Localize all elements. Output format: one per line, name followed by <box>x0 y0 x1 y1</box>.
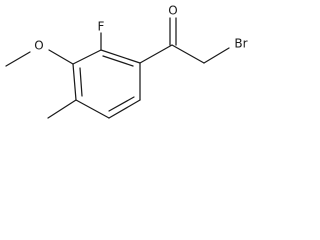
bond-ring-methyl <box>47 99 77 119</box>
ring-double-bond-c5-c6 <box>79 67 83 97</box>
ketone-oxygen-atom-label: O <box>168 4 177 18</box>
bond-ring-methoxy-oxygen <box>48 49 74 65</box>
ring-bond-c3-c4 <box>108 99 141 119</box>
ring-bond-c1-c2 <box>100 49 141 64</box>
ring-bond-c5-c6 <box>72 63 77 101</box>
bromine-atom-label: Br <box>234 37 247 51</box>
ring-bond-c4-c5 <box>75 99 110 119</box>
benzene-ring <box>72 49 141 119</box>
bond-methoxy-oxygen-methyl <box>5 51 31 67</box>
bond-carbonyl-methylene <box>171 44 205 64</box>
bond-methylene-bromine <box>203 47 230 64</box>
methoxy-oxygen-atom-label: O <box>34 39 43 53</box>
fluorine-atom-label: F <box>98 20 105 34</box>
chemical-structure: F O Br O <box>5 4 248 119</box>
ring-double-bond-c1-c2 <box>102 55 134 67</box>
ring-double-bond-c3-c4 <box>108 96 135 112</box>
bond-ring-carbonyl <box>139 44 173 64</box>
ring-bond-c6-c1 <box>72 49 102 65</box>
